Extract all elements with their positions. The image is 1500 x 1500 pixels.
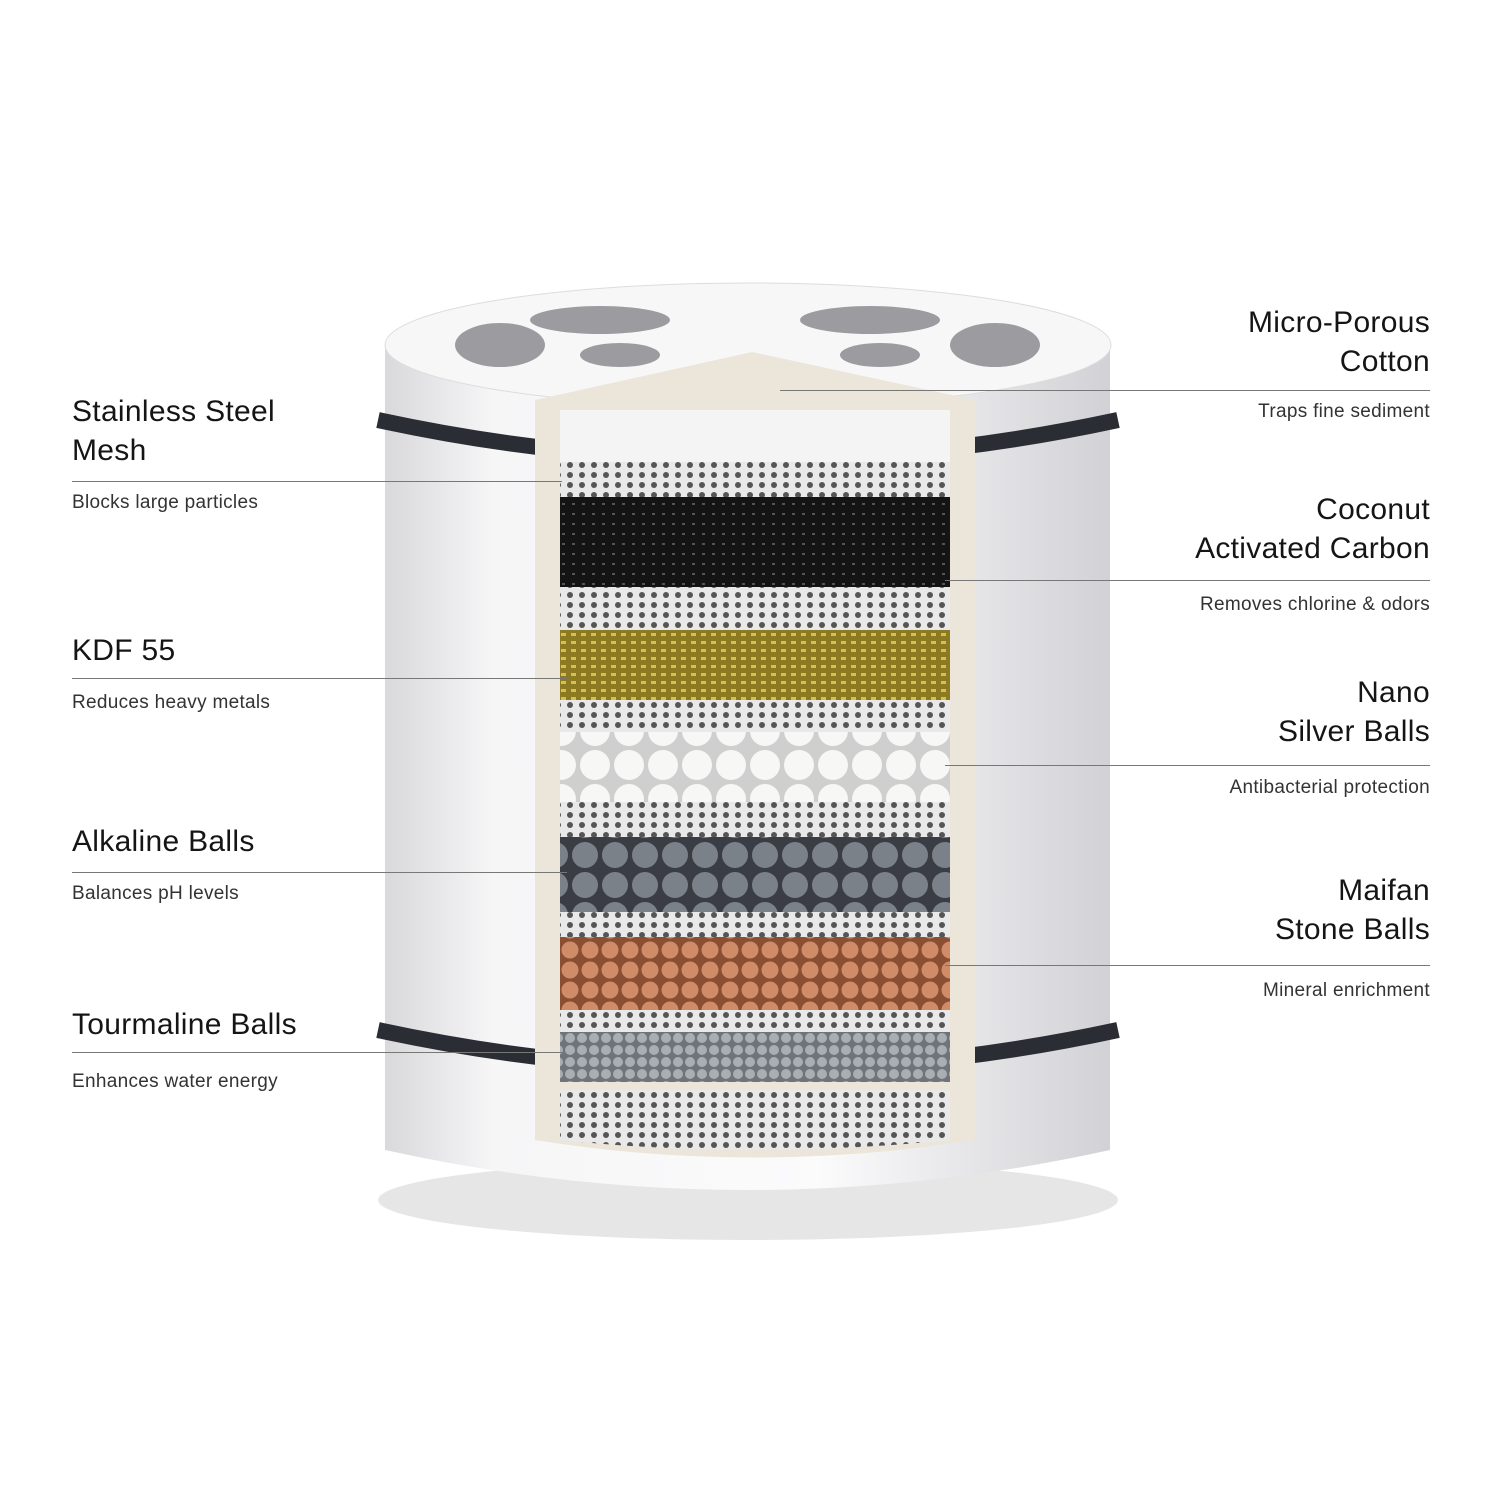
- label-subtitle: Enhances water energy: [72, 1071, 278, 1092]
- layer-maifan-balls: [560, 937, 950, 1010]
- shadow: [378, 1160, 1118, 1240]
- layer-mesh: [560, 587, 950, 630]
- label-micro-porous-cotton: Micro-Porous Cotton Traps fine sediment: [1248, 303, 1430, 423]
- leader-line-cotton: [780, 390, 1430, 391]
- label-title: Tourmaline Balls: [72, 1008, 297, 1041]
- label-title: Micro-Porous: [1248, 306, 1430, 339]
- layer-tourmaline-balls: [560, 1032, 950, 1082]
- label-subtitle: Removes chlorine & odors: [1199, 594, 1430, 615]
- leader-line-kdf55: [72, 678, 567, 679]
- leader-line-silver: [945, 765, 1430, 766]
- layer-mesh: [560, 802, 950, 837]
- label-tourmaline-balls: Tourmaline Balls Enhances water energy: [72, 1005, 297, 1093]
- layer-kdf55: [560, 630, 950, 700]
- leader-line-carbon: [945, 580, 1430, 581]
- label-title: Cotton: [1339, 345, 1430, 378]
- label-alkaline-balls: Alkaline Balls Balances pH levels: [72, 822, 255, 905]
- layer-mesh: [560, 1010, 950, 1032]
- layer-nano-silver-balls: [560, 732, 950, 802]
- label-subtitle: Mineral enrichment: [1263, 980, 1430, 1001]
- layer-alkaline-balls: [560, 837, 950, 912]
- label-title: Stainless Steel: [72, 395, 275, 428]
- leader-line-alkaline: [72, 872, 567, 873]
- top-cap-holes: [455, 306, 1040, 367]
- label-title: KDF 55: [72, 634, 176, 667]
- label-title: Activated Carbon: [1195, 532, 1430, 565]
- label-kdf55: KDF 55 Reduces heavy metals: [72, 631, 270, 714]
- label-subtitle: Reduces heavy metals: [72, 692, 271, 713]
- label-stainless-steel-mesh: Stainless Steel Mesh Blocks large partic…: [72, 392, 275, 514]
- label-subtitle: Antibacterial protection: [1229, 777, 1430, 798]
- label-title: Mesh: [72, 434, 147, 467]
- label-title: Nano: [1357, 676, 1430, 709]
- label-subtitle: Balances pH levels: [72, 883, 239, 904]
- label-title: Stone Balls: [1274, 913, 1430, 946]
- leader-line-stainless-mesh: [72, 481, 562, 482]
- layer-stainless-mesh: [560, 462, 950, 497]
- layer-coconut-carbon: [560, 497, 950, 587]
- leader-line-tourmaline: [72, 1052, 562, 1053]
- label-title: Alkaline Balls: [72, 825, 255, 858]
- layer-mesh: [560, 700, 950, 732]
- label-title: Coconut: [1316, 493, 1430, 526]
- label-title: Silver Balls: [1278, 715, 1430, 748]
- label-nano-silver-balls: Nano Silver Balls Antibacterial protecti…: [1230, 673, 1430, 799]
- layer-mesh: [560, 912, 950, 937]
- filter-layers: [560, 410, 950, 1150]
- label-subtitle: Traps fine sediment: [1258, 401, 1430, 422]
- label-maifan-stone-balls: Maifan Stone Balls Mineral enrichment: [1263, 871, 1430, 1002]
- leader-line-maifan: [945, 965, 1430, 966]
- layer-micro-porous-cotton: [560, 410, 950, 462]
- label-title: Maifan: [1338, 874, 1430, 907]
- label-subtitle: Blocks large particles: [72, 492, 259, 513]
- layer-bottom-mesh: [560, 1090, 950, 1150]
- label-coconut-activated-carbon: Coconut Activated Carbon Removes chlorin…: [1195, 490, 1430, 616]
